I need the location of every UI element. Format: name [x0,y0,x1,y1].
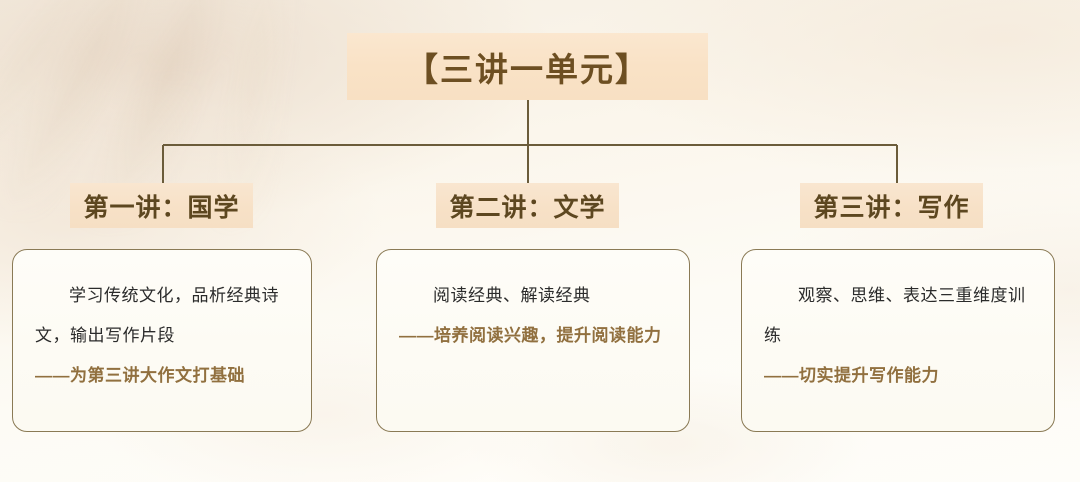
branch-card-3-emphasis: ——切实提升写作能力 [764,366,939,385]
branch-card-2-body: 阅读经典、解读经典 [433,286,591,305]
branch-card-1: 学习传统文化，品析经典诗文，输出写作片段 ——为第三讲大作文打基础 [12,249,312,432]
branch-header-3-text: 第三讲：写作 [813,193,970,222]
branch-card-3-body: 观察、思维、表达三重维度训练 [764,286,1026,345]
branch-card-2: 阅读经典、解读经典 ——培养阅读兴趣，提升阅读能力 [376,249,690,432]
root-title-box: 【三讲一单元】 [347,33,708,100]
root-title-text: 【三讲一单元】 [405,50,650,88]
branch-card-3: 观察、思维、表达三重维度训练 ——切实提升写作能力 [741,249,1055,432]
branch-header-2-text: 第二讲：文学 [449,193,606,222]
branch-card-1-body: 学习传统文化，品析经典诗文，输出写作片段 [35,286,279,345]
branch-header-1: 第一讲：国学 [70,183,253,228]
branch-header-3: 第三讲：写作 [800,183,983,228]
branch-header-1-text: 第一讲：国学 [83,193,240,222]
branch-card-1-emphasis: ——为第三讲大作文打基础 [35,366,245,385]
branch-header-2: 第二讲：文学 [436,183,619,228]
branch-card-2-emphasis: ——培养阅读兴趣，提升阅读能力 [399,326,662,345]
